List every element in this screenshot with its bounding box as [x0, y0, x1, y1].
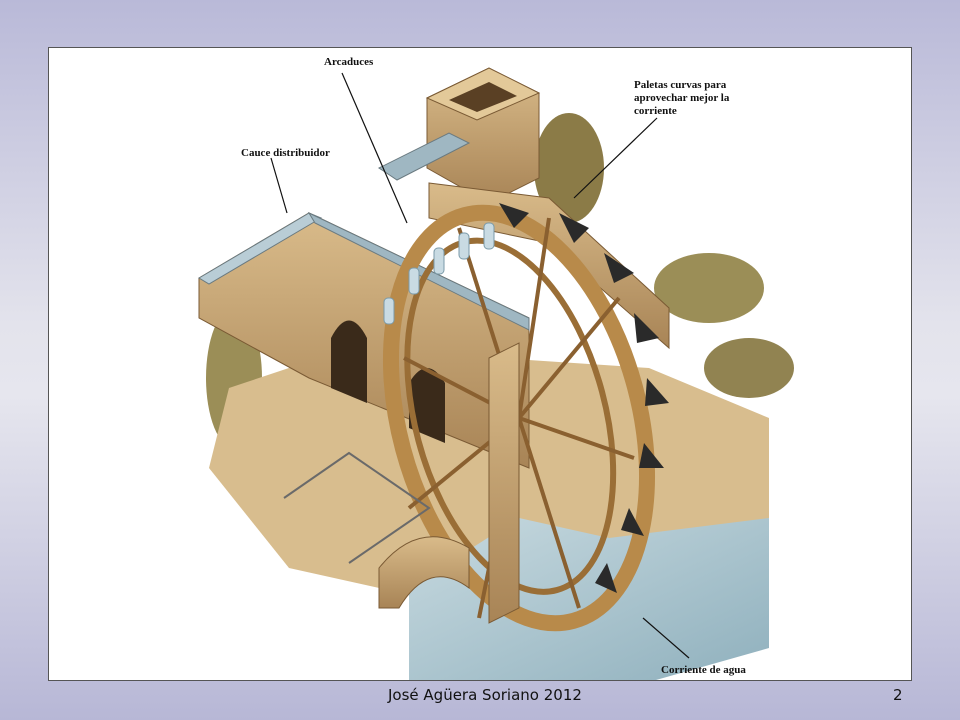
label-cauce: Cauce distribuidor [241, 147, 330, 159]
footer-author: José Agüera Soriano 2012 [388, 686, 582, 704]
tower-opening [449, 82, 517, 112]
label-arcaduces: Arcaduces [324, 56, 374, 68]
callout-line-corriente [642, 617, 690, 659]
callout-line-cauce [270, 157, 288, 214]
label-paletas-3: corriente [634, 105, 677, 117]
water-wheel [382, 203, 669, 632]
bridge-arch [378, 536, 470, 609]
tree-right [654, 253, 764, 323]
slide-frame: Arcaduces Cauce distribuidor Paletas cur… [48, 47, 912, 681]
callout-line-paletas [573, 117, 658, 199]
upper-channel [378, 132, 471, 181]
label-paletas-1: Paletas curvas para [634, 79, 727, 91]
railing [283, 451, 431, 564]
label-paletas-2: aprovechar mejor la [634, 92, 730, 104]
page-number: 2 [893, 686, 903, 704]
noria-illustration: Arcaduces Cauce distribuidor Paletas cur… [198, 56, 794, 680]
label-corriente: Corriente de agua [661, 664, 746, 676]
wheel-pillar [488, 342, 520, 624]
tree-top [534, 113, 604, 223]
arch-middle [409, 368, 445, 443]
arch-left [331, 320, 367, 403]
callout-line-arcaduces [341, 72, 408, 224]
aqueduct-top [198, 212, 323, 285]
tree-far-right [704, 338, 794, 398]
